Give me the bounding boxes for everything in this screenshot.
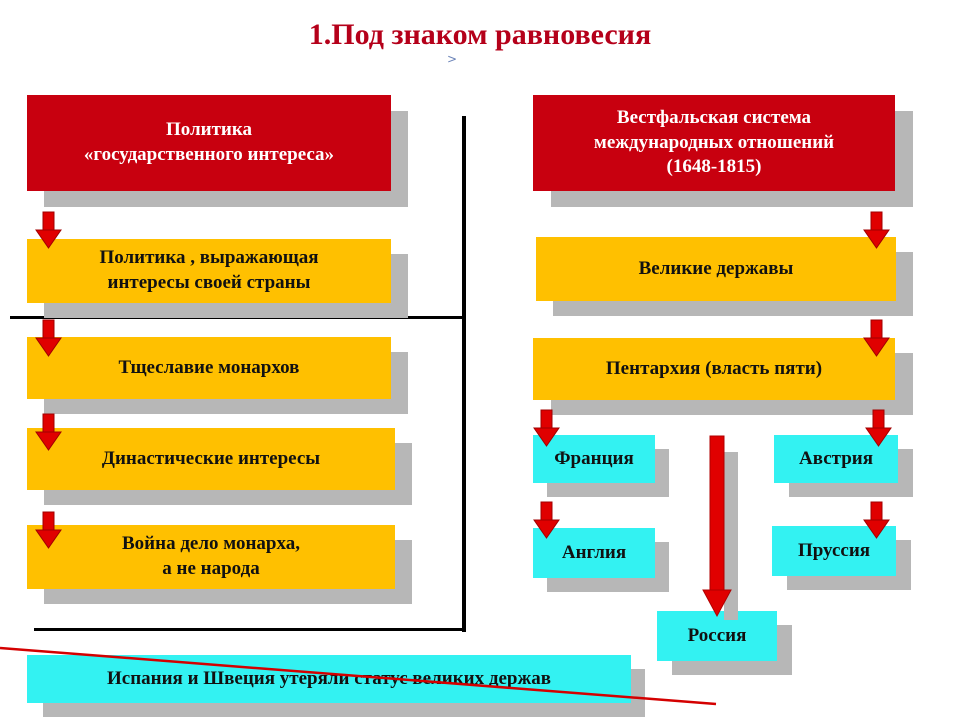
arrow-down-icon: [35, 211, 62, 249]
arrow-down-icon: [865, 409, 892, 447]
arrow-down-icon: [35, 511, 62, 549]
arrow-down-icon: [35, 413, 62, 451]
vanity-of-monarchs-label: Тщеславие монархов: [118, 356, 300, 378]
caret-mark: >: [447, 52, 458, 66]
arrow-down-icon: [533, 409, 560, 447]
france-box: Франция: [533, 435, 655, 483]
england-label: Англия: [561, 541, 627, 563]
page-title: 1.Под знаком равновесия: [308, 18, 652, 51]
england-box: Англия: [533, 528, 655, 578]
strike-line: [0, 646, 717, 706]
left-header-box: Политика «государственного интереса»: [27, 95, 391, 191]
war-monarchs-line1: Война дело монарха,: [122, 533, 300, 555]
france-label: Франция: [554, 447, 634, 469]
spain-sweden-box: Испания и Швеция утеряли статус великих …: [27, 655, 631, 703]
arrow-down-icon: [35, 319, 62, 357]
westphalian-system-box: Вестфальская система международных отноше…: [533, 95, 895, 191]
westphalian-line3: (1648-1815): [666, 156, 762, 178]
great-powers-label: Великие державы: [638, 257, 794, 279]
left-header-line1: Политика: [165, 119, 253, 141]
pentarchy-label: Пентархия (власть пяти): [605, 357, 823, 379]
arrow-down-icon: [863, 501, 890, 539]
arrow-to-russia-shadow: [724, 452, 738, 620]
arrow-down-icon: [863, 211, 890, 249]
russia-label: Россия: [687, 624, 747, 646]
pentarchy-box: Пентархия (власть пяти): [533, 338, 895, 400]
policy-own-interest-line2: интересы своей страны: [107, 272, 311, 293]
left-header-line2: «государственного интереса»: [83, 144, 335, 165]
dynastic-interests-label: Династические интересы: [101, 447, 321, 469]
arrow-to-russia: [702, 435, 732, 618]
war-monarchs-line2: а не народа: [162, 558, 260, 579]
prussia-label: Пруссия: [797, 539, 871, 561]
horizontal-divider-bottom: [34, 628, 466, 631]
war-monarchs-box: Война дело монарха, а не народа: [27, 525, 395, 589]
dynastic-interests-box: Династические интересы: [27, 428, 395, 490]
policy-own-interest-box: Политика , выражающая интересы своей стра…: [27, 239, 391, 303]
russia-box: Россия: [657, 611, 777, 661]
arrow-down-icon: [863, 319, 890, 357]
austria-label: Австрия: [798, 447, 873, 469]
great-powers-box: Великие державы: [536, 237, 896, 301]
arrow-down-icon: [533, 501, 560, 539]
westphalian-line2: международных отношений: [593, 131, 835, 153]
vertical-divider: [462, 116, 466, 632]
policy-own-interest-line1: Политика , выражающая: [99, 247, 319, 269]
vanity-of-monarchs-box: Тщеславие монархов: [27, 337, 391, 399]
westphalian-line1: Вестфальская система: [616, 106, 812, 128]
